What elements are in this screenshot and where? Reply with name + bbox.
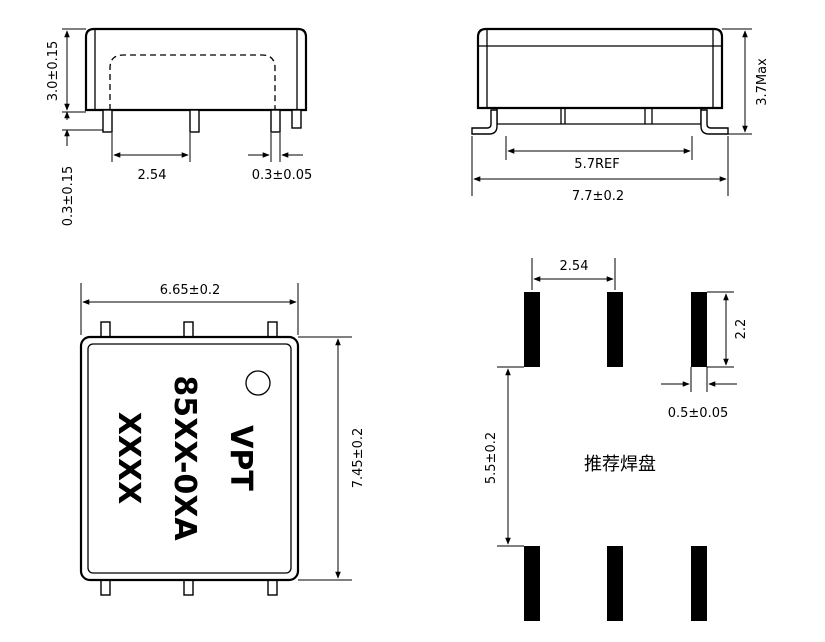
footprint-view: 2.54 2.2 0.5±0.05 5.5±0.2 推荐焊盘 <box>484 258 749 621</box>
front-view-body <box>476 27 724 110</box>
pad-bottom-2 <box>607 546 623 621</box>
front-lead-right <box>700 109 729 135</box>
top-view-body <box>79 335 300 582</box>
top-view-inner-outline <box>87 343 292 574</box>
marking-line-3: XXXX <box>111 412 146 505</box>
front-max-height-label: 3.7Max <box>755 58 770 106</box>
top-pin-bottom-2 <box>183 579 194 596</box>
side-pin-back <box>291 109 302 129</box>
front-total-width-label: 7.7±0.2 <box>572 189 624 204</box>
side-pin-2 <box>189 109 200 133</box>
top-width-label: 6.65±0.2 <box>160 283 221 298</box>
top-pin-bottom-1 <box>100 579 111 596</box>
pad-bottom-3 <box>691 546 707 621</box>
fp-pitch-label: 2.54 <box>560 259 589 274</box>
pin1-indicator-circle <box>245 370 271 396</box>
side-view-body <box>84 27 308 112</box>
marking-line-2: 85XX-0XA <box>167 375 202 541</box>
top-pin-top-3 <box>267 321 278 338</box>
top-length-label: 7.45±0.2 <box>351 428 366 489</box>
side-view: 3.0±0.15 0.3±0.15 2.54 0.3±0.05 <box>46 27 313 227</box>
side-pitch-label: 2.54 <box>138 168 167 183</box>
fp-pad-length-label: 2.2 <box>734 319 749 340</box>
fp-row-spacing-label: 5.5±0.2 <box>484 432 499 484</box>
top-view: VPT 85XX-0XA XXXX 6.65±0.2 7.45±0.2 <box>79 283 366 596</box>
side-height-label: 3.0±0.15 <box>46 41 61 102</box>
side-pin-1 <box>102 109 113 133</box>
side-pin-3 <box>270 109 281 133</box>
side-standoff-label: 0.3±0.15 <box>61 166 76 227</box>
pad-bottom-1 <box>524 546 540 621</box>
marking-line-1: VPT <box>223 425 258 491</box>
front-lead-left <box>471 109 498 135</box>
pad-top-3 <box>691 292 707 367</box>
front-ref-width-label: 5.7REF <box>574 157 619 172</box>
top-pin-top-2 <box>183 321 194 338</box>
side-pin-width-label: 0.3±0.05 <box>252 168 313 183</box>
top-pin-top-1 <box>100 321 111 338</box>
footprint-title: 推荐焊盘 <box>584 454 656 475</box>
front-base-profile <box>496 108 702 125</box>
pad-top-1 <box>524 292 540 367</box>
side-internal-core-outline <box>109 54 276 110</box>
front-view: 3.7Max 5.7REF 7.7±0.2 <box>471 27 770 204</box>
top-pin-bottom-3 <box>267 579 278 596</box>
fp-pad-width-label: 0.5±0.05 <box>668 406 729 421</box>
pad-top-2 <box>607 292 623 367</box>
